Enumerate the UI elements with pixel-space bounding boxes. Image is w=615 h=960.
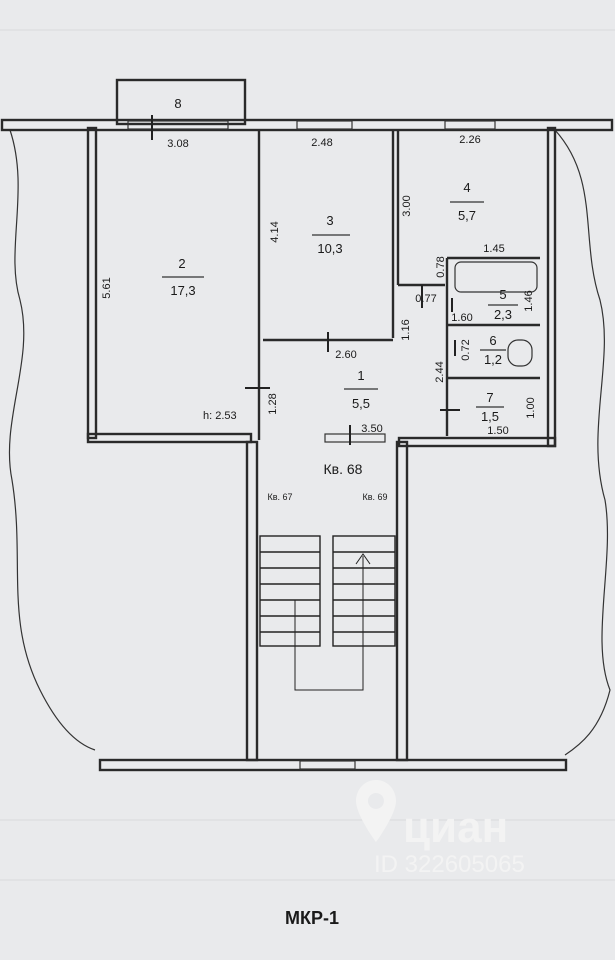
dim-350: 3.50 bbox=[361, 423, 382, 435]
room-8-number: 8 bbox=[174, 96, 181, 111]
room-2-area: 17,3 bbox=[170, 283, 195, 298]
room-1-number: 1 bbox=[357, 368, 364, 383]
dim-room4-width: 2.26 bbox=[459, 134, 480, 146]
dim-room3-length: 4.14 bbox=[269, 221, 281, 242]
room-4-number: 4 bbox=[463, 180, 470, 195]
dim-077: 0.77 bbox=[415, 293, 436, 305]
dim-244: 2.44 bbox=[434, 361, 446, 382]
plan-caption: МКР-1 bbox=[285, 908, 339, 928]
dim-078: 0.78 bbox=[435, 256, 447, 277]
dim-128: 1.28 bbox=[267, 393, 279, 414]
watermark: циан ID 322605065 bbox=[356, 780, 525, 878]
toilet-icon bbox=[507, 339, 533, 367]
dim-room2-length: 5.61 bbox=[101, 277, 113, 298]
watermark-brand: циан bbox=[403, 803, 508, 852]
room-5-area: 2,3 bbox=[494, 307, 512, 322]
room-6-number: 6 bbox=[489, 333, 496, 348]
bathtub-icon bbox=[454, 261, 538, 293]
dim-160: 1.60 bbox=[451, 312, 472, 324]
room-2-number: 2 bbox=[178, 256, 185, 271]
room-3-area: 10,3 bbox=[317, 241, 342, 256]
dim-260: 2.60 bbox=[335, 349, 356, 361]
room-6-area: 1,2 bbox=[484, 352, 502, 367]
neighbor-outline-left bbox=[8, 129, 96, 751]
room-3-number: 3 bbox=[326, 213, 333, 228]
room-7-number: 7 bbox=[486, 390, 493, 405]
room-5-number: 5 bbox=[499, 287, 506, 302]
dim-room3-width: 2.48 bbox=[311, 137, 332, 149]
watermark-id: ID 322605065 bbox=[374, 851, 525, 878]
apartment-label: Кв. 68 bbox=[324, 461, 363, 477]
ceiling-height: h: 2.53 bbox=[203, 410, 237, 422]
dim-room4-length: 3.00 bbox=[401, 195, 413, 216]
neighbor-outline-right bbox=[554, 129, 611, 756]
background-grid bbox=[0, 29, 615, 881]
room-4-area: 5,7 bbox=[458, 208, 476, 223]
neighbor-right-label: Кв. 69 bbox=[362, 492, 387, 502]
stairs bbox=[259, 535, 396, 691]
dim-146: 1.46 bbox=[523, 290, 535, 311]
dim-150: 1.50 bbox=[487, 425, 508, 437]
neighbor-left-label: Кв. 67 bbox=[267, 492, 292, 502]
dim-100: 1.00 bbox=[525, 397, 537, 418]
dim-072: 0.72 bbox=[460, 339, 472, 360]
door-markers bbox=[151, 115, 460, 445]
walls bbox=[0, 78, 614, 772]
room-1-area: 5,5 bbox=[352, 396, 370, 411]
room-7-area: 1,5 bbox=[481, 409, 499, 424]
dim-bath-width: 1.45 bbox=[483, 243, 504, 255]
dim-116: 1.16 bbox=[400, 319, 412, 340]
location-pin-icon bbox=[356, 780, 396, 842]
dim-balcony-width: 3.08 bbox=[167, 138, 188, 150]
